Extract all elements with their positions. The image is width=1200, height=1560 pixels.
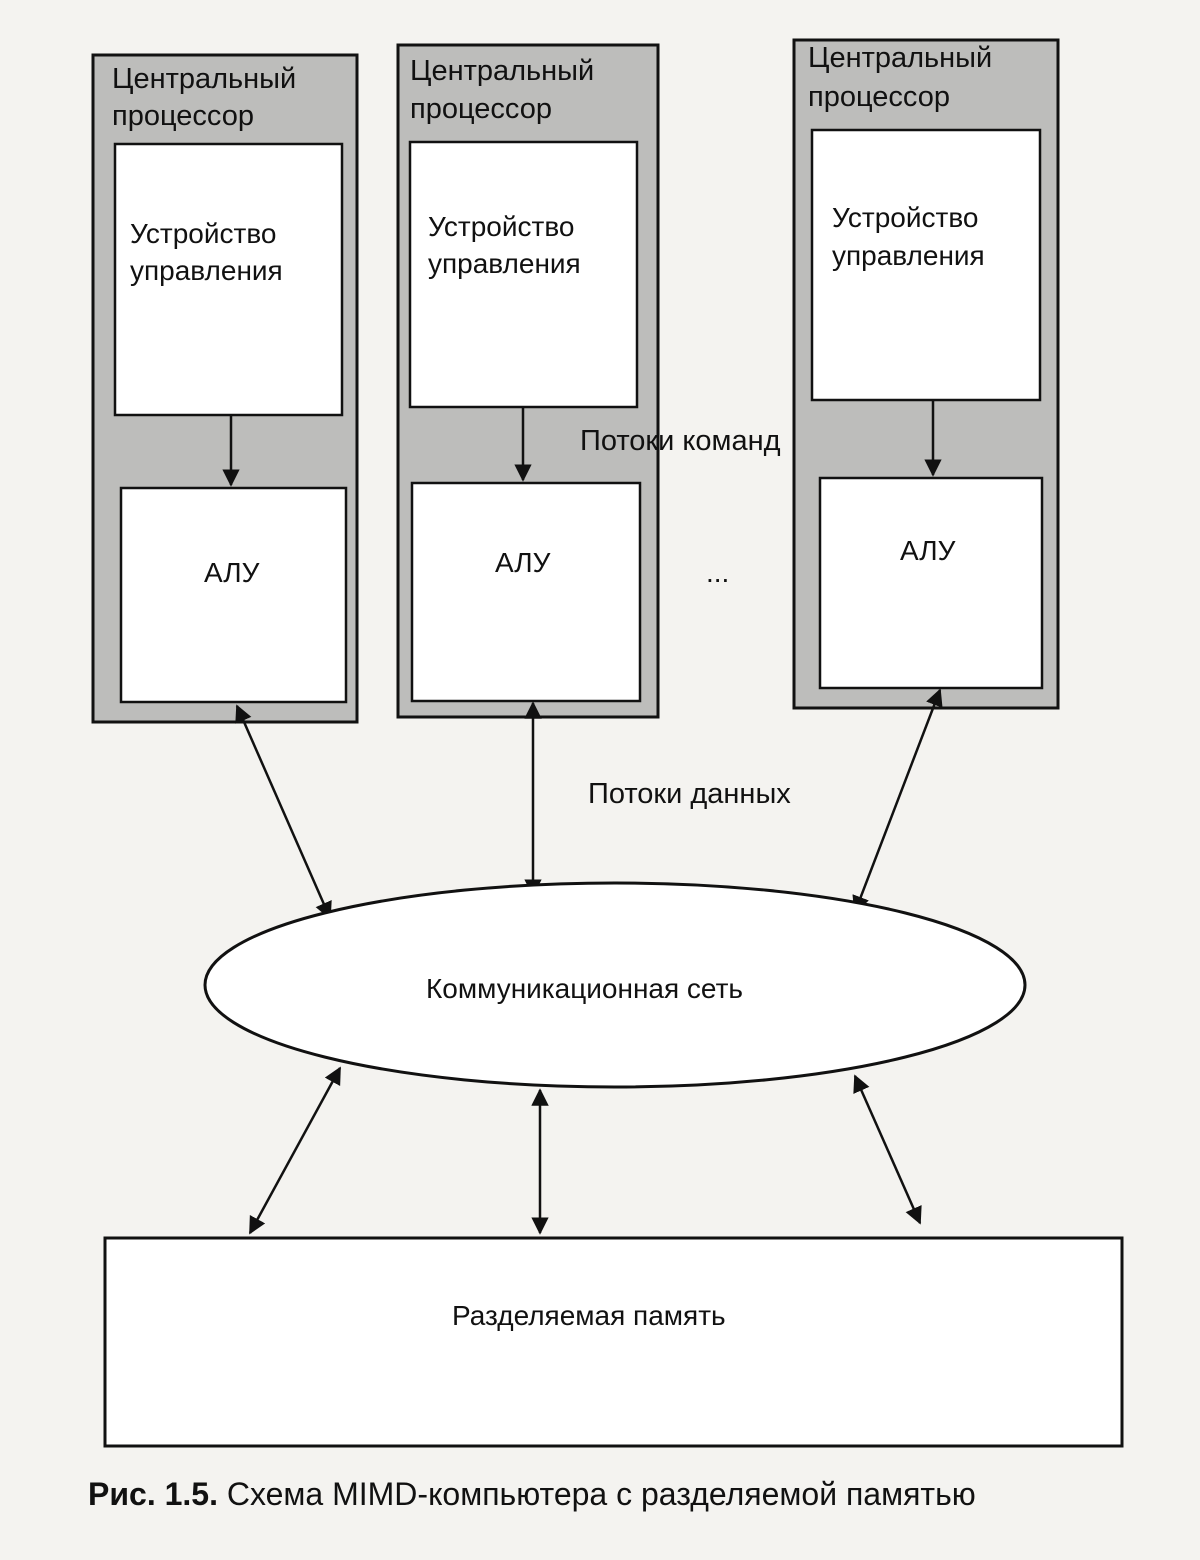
processor-3: Центральный процессор Устройство управле… xyxy=(792,38,1060,710)
processor-3-control-unit-line1: Устройство xyxy=(832,202,978,233)
data-arrow-processor-3 xyxy=(852,688,943,914)
processor-2-control-unit-line2: управления xyxy=(428,248,581,279)
command-streams-label: Потоки команд xyxy=(580,425,781,457)
ellipsis: ... xyxy=(706,557,729,588)
processor-1-alu xyxy=(119,486,348,704)
figure-number: Рис. 1.5. xyxy=(88,1476,218,1512)
memory-arrow-right xyxy=(853,1074,922,1225)
figure-caption-text: Схема MIMD-компьютера с разделяемой памя… xyxy=(217,1476,976,1512)
processor-2-title-line2: процессор xyxy=(410,93,552,125)
processor-3-alu xyxy=(818,476,1044,690)
processor-2: Центральный процессор Устройство управле… xyxy=(396,43,660,719)
processor-2-alu xyxy=(410,481,642,703)
processor-1-alu-label: АЛУ xyxy=(204,557,260,588)
shared-memory xyxy=(103,1236,1124,1448)
communication-network xyxy=(203,881,1027,1089)
processor-2-control-unit-line1: Устройство xyxy=(428,211,574,242)
processor-3-title-line2: процессор xyxy=(808,81,950,113)
processor-3-alu-label: АЛУ xyxy=(900,535,956,566)
processor-3-control-unit xyxy=(810,128,1042,402)
processor-1-title-line1: Центральный xyxy=(112,63,296,95)
processor-1-control-unit-line1: Устройство xyxy=(130,218,276,249)
data-streams-label: Потоки данных xyxy=(588,778,791,810)
processor-2-control-unit xyxy=(408,140,639,409)
memory-arrow-left xyxy=(248,1066,342,1235)
shared-memory-label: Разделяемая память xyxy=(452,1300,726,1331)
processor-2-title-line1: Центральный xyxy=(410,55,594,87)
processor-1-title-line2: процессор xyxy=(112,100,254,132)
figure-caption: Рис. 1.5. Схема MIMD-компьютера с раздел… xyxy=(88,1476,1178,1513)
processor-3-control-unit-line2: управления xyxy=(832,240,985,271)
processor-1-control-unit-line2: управления xyxy=(130,255,283,286)
processor-2-alu-label: АЛУ xyxy=(495,547,551,578)
processor-1: Центральный процессор Устройство управле… xyxy=(91,53,359,724)
data-arrow-processor-1 xyxy=(235,704,332,920)
processor-1-control-unit xyxy=(113,142,344,417)
communication-network-label: Коммуникационная сеть xyxy=(426,973,743,1004)
processor-3-title-line1: Центральный xyxy=(808,42,992,74)
